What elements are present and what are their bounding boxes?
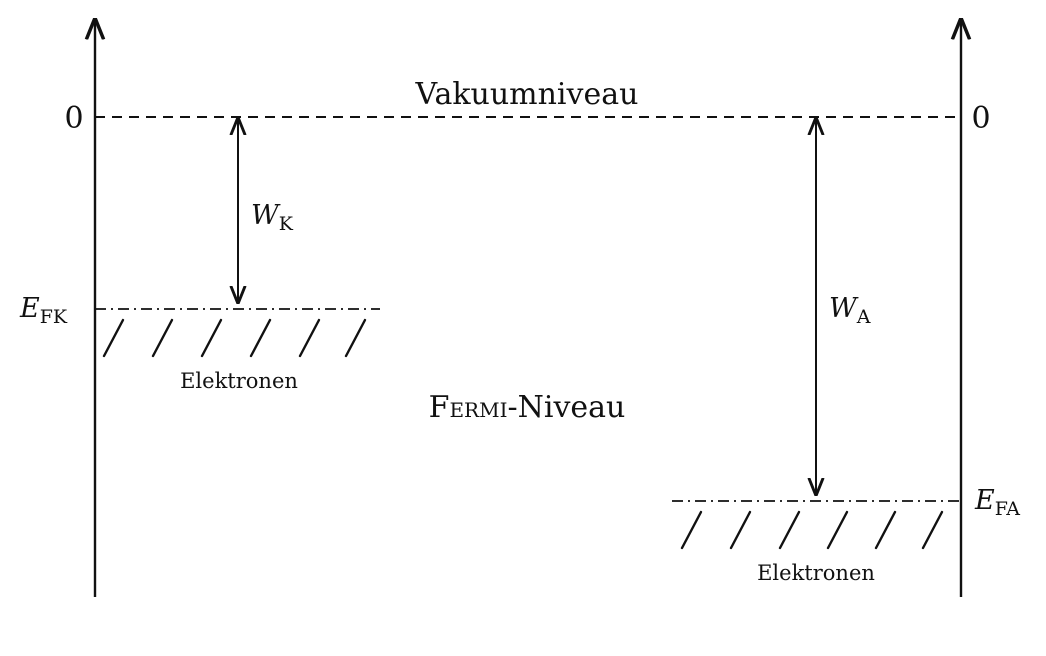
- zero-label-right: 0: [971, 101, 990, 136]
- fermi-level-label: FERMI-Niveau: [429, 390, 626, 425]
- electrons-label-left: Elektronen: [180, 369, 298, 393]
- electron-hatching-right: [680, 510, 944, 550]
- work-function-a-label: WA: [829, 293, 871, 328]
- work-function-k-label: WK: [251, 200, 294, 235]
- zero-label-left: 0: [64, 101, 83, 136]
- fermi-energy-a-label: EFA: [974, 485, 1020, 520]
- fermi-energy-k-label: EFK: [19, 293, 68, 328]
- electrons-label-right: Elektronen: [757, 561, 875, 585]
- electron-hatching-left: [102, 318, 367, 358]
- vacuum-level-label: Vakuumniveau: [415, 77, 639, 112]
